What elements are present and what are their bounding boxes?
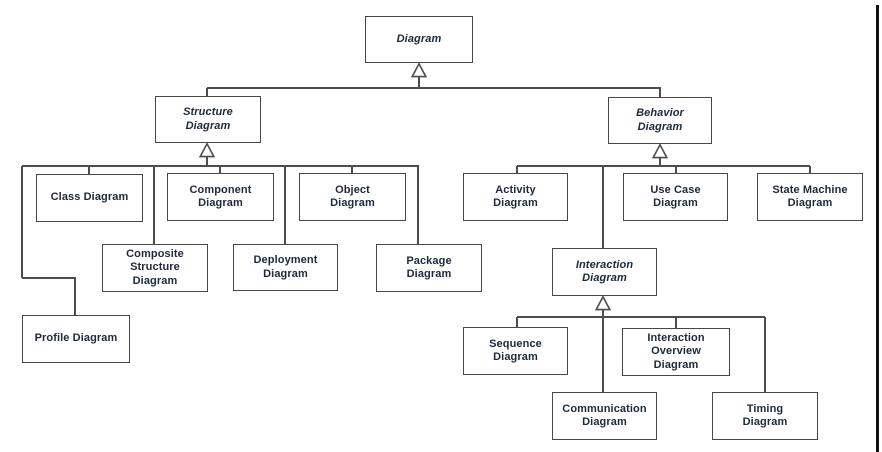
node-behavior-diagram: Behavior Diagram [608,97,712,144]
node-label: Timing Diagram [742,402,788,428]
node-label: Activity Diagram [493,183,538,209]
node-label: Composite Structure Diagram [126,248,184,287]
node-timing-diagram: Timing Diagram [712,392,818,440]
node-sequence-diagram: Sequence Diagram [463,327,568,375]
connector-segment [88,166,90,174]
node-state-machine-diagram: State Machine Diagram [757,173,863,221]
connector-segment [153,166,155,244]
node-label: Interaction Diagram [575,258,634,284]
node-interaction-diagram: Interaction Diagram [552,248,657,296]
node-component-diagram: Component Diagram [167,173,274,221]
generalization-arrowhead-icon [411,63,427,78]
node-structure-diagram: Structure Diagram [155,96,261,143]
generalization-arrowhead-icon [652,144,668,159]
node-use-case-diagram: Use Case Diagram [623,173,728,221]
node-activity-diagram: Activity Diagram [463,173,568,221]
connector-segment [764,317,766,392]
node-label: Class Diagram [50,191,129,204]
node-label: Deployment Diagram [253,254,318,280]
connector-segment [516,166,518,173]
node-label: Component Diagram [189,183,252,209]
node-label: Structure Diagram [183,106,233,132]
node-class-diagram: Class Diagram [36,174,143,222]
node-composite-structure-diagram: Composite Structure Diagram [102,244,208,292]
node-package-diagram: Package Diagram [376,244,482,292]
connector-segment [809,166,811,173]
connector-segment [517,165,810,167]
generalization-arrowhead-icon [199,143,215,158]
connector-segment [22,277,76,279]
generalization-arrowhead-icon [595,296,611,311]
connector-segment [417,166,419,244]
node-deployment-diagram: Deployment Diagram [233,244,338,291]
connector-segment [21,166,23,278]
connector-segment [602,309,604,317]
node-communication-diagram: Communication Diagram [552,392,657,440]
connector-segment [219,166,221,173]
node-label: State Machine Diagram [772,183,848,209]
node-label: Diagram [396,32,442,45]
node-label: Profile Diagram [34,332,118,345]
node-label: Behavior Diagram [636,107,684,133]
connector-segment [74,278,76,315]
node-label: Package Diagram [406,254,452,280]
connector-segment [517,316,765,318]
connector-segment [207,87,661,89]
node-object-diagram: Object Diagram [299,173,406,221]
connector-segment [659,157,661,166]
node-diagram: Diagram [365,16,473,63]
connector-segment [206,156,208,166]
connector-segment [602,166,604,248]
connector-segment [284,166,286,244]
node-profile-diagram: Profile Diagram [22,315,130,363]
connector-segment [418,76,420,88]
node-label: Object Diagram [330,183,375,209]
node-label: Sequence Diagram [489,337,542,363]
connector-segment [659,88,661,97]
connector-segment [206,88,208,96]
node-label: Interaction Overview Diagram [647,332,705,371]
node-label: Use Case Diagram [650,183,701,209]
connector-segment [675,166,677,173]
node-interaction-overview-diagram: Interaction Overview Diagram [622,328,730,376]
connector-segment [675,317,677,328]
connector-segment [351,166,353,173]
page-border-right [876,5,879,452]
connector-segment [516,317,518,327]
connector-segment [602,317,604,392]
node-label: Communication Diagram [562,402,647,428]
